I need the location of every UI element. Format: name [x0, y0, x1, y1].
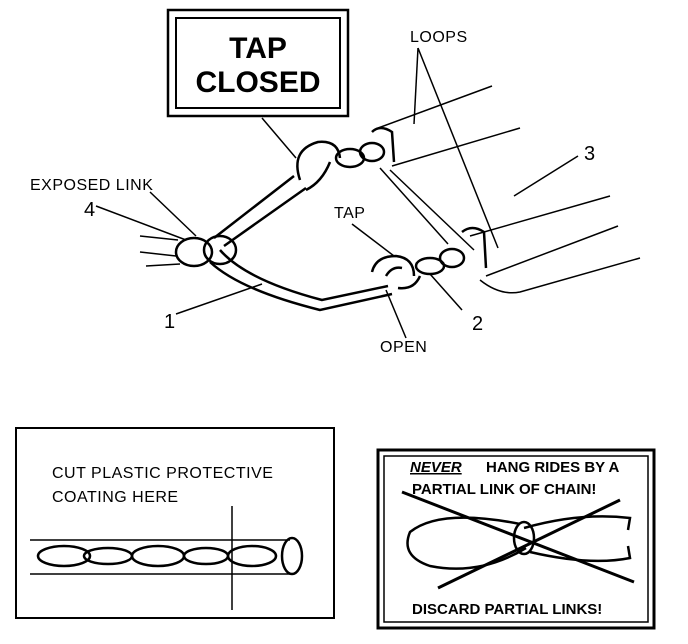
strike-line-2: [437, 498, 621, 590]
cut-text-line-1: CUT PLASTIC PROTECTIVE: [52, 465, 273, 482]
leader-lines: [95, 47, 579, 339]
callout-2: 2: [472, 313, 483, 335]
cut-text-line-2: COATING HERE: [52, 489, 179, 506]
never-word: NEVER: [410, 459, 462, 476]
tap-closed-box: TAP CLOSED: [166, 8, 350, 118]
tap-closed-line-2: CLOSED: [195, 66, 320, 99]
never-line-2: PARTIAL LINK OF CHAIN!: [412, 481, 596, 498]
cut-coating-panel: CUT PLASTIC PROTECTIVE COATING HERE: [15, 427, 335, 619]
callout-3: 3: [584, 143, 595, 165]
open-label: OPEN: [380, 339, 427, 356]
strike-line-1: [401, 490, 635, 584]
callout-4: 4: [84, 199, 95, 221]
discard-text: DISCARD PARTIAL LINKS!: [412, 601, 602, 618]
ride-tubes: [371, 85, 641, 294]
tap-closed-line-1: TAP: [229, 32, 287, 65]
loops-label: LOOPS: [410, 29, 468, 46]
callout-1: 1: [164, 311, 175, 333]
chain-assembly: [139, 140, 466, 312]
never-line-1: HANG RIDES BY A: [486, 459, 620, 476]
never-panel: NEVER HANG RIDES BY A PARTIAL LINK OF CH…: [376, 448, 656, 630]
tap-label: TAP: [334, 205, 365, 222]
exposed-link-label: EXPOSED LINK: [30, 177, 153, 194]
